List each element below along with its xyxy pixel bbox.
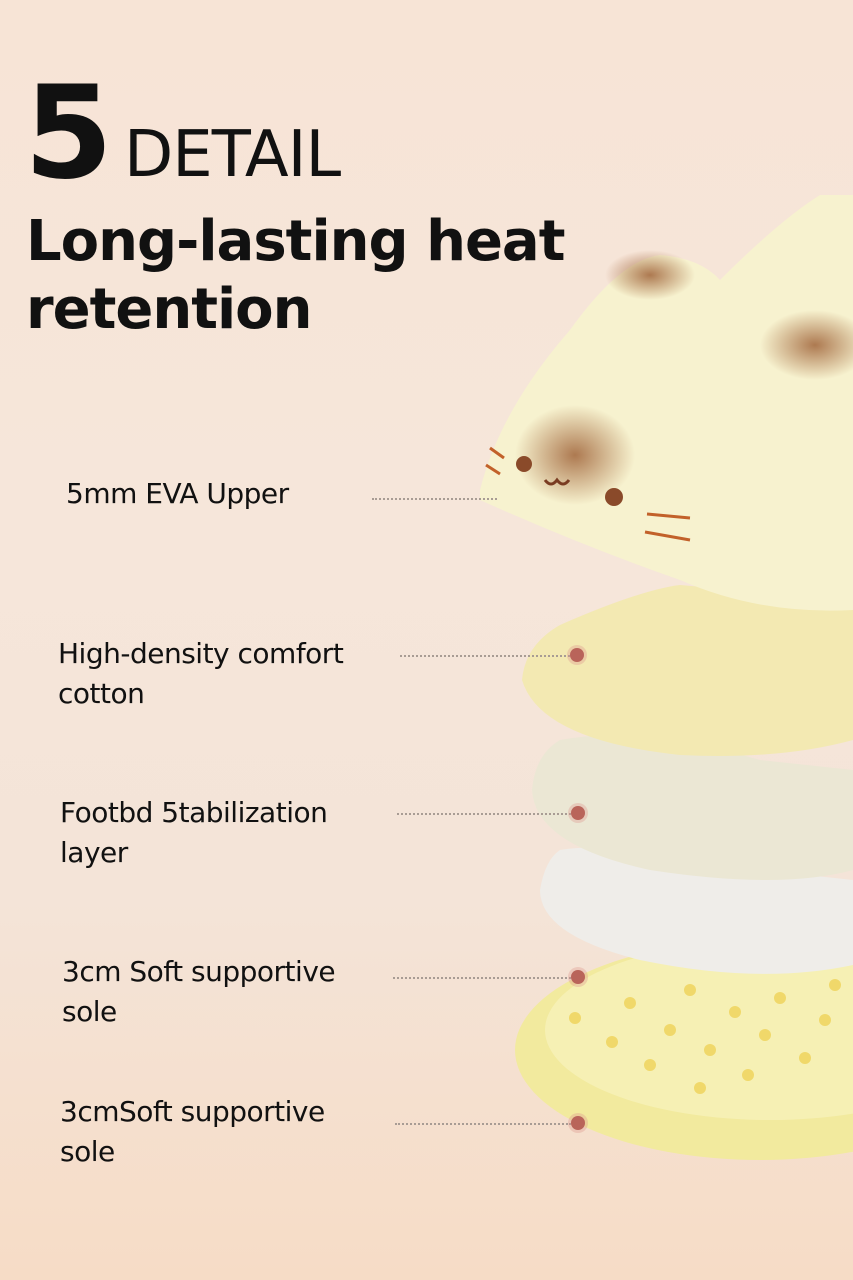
layer-label-soft-sole: 3cm Soft supportive sole xyxy=(62,955,336,1028)
eva-upper-layer xyxy=(480,195,853,611)
layer-label-stabilization: Footbd 5tabilization layer xyxy=(60,796,328,869)
layer-label-soft-sole-2: 3cmSoft supportive sole xyxy=(60,1095,325,1168)
leader-line xyxy=(400,655,570,657)
cotton-layer xyxy=(522,585,853,756)
stabilization-layer xyxy=(532,735,853,880)
leader-line xyxy=(372,498,497,500)
sole-layer xyxy=(515,940,853,1160)
marker-dot xyxy=(571,970,585,984)
leader-line xyxy=(397,813,571,815)
leader-line xyxy=(393,977,571,979)
marker-dot xyxy=(571,806,585,820)
page-subtitle: Long-lasting heat retention xyxy=(26,209,566,342)
marker-dot xyxy=(571,1116,585,1130)
leader-line xyxy=(395,1123,571,1125)
detail-number: 5 xyxy=(24,59,114,208)
layer-label-eva-upper: 5mm EVA Upper xyxy=(66,477,289,510)
layer-label-cotton: High-density comfort cotton xyxy=(58,637,344,710)
marker-dot xyxy=(570,648,584,662)
detail-heading: DETAIL xyxy=(124,118,341,192)
